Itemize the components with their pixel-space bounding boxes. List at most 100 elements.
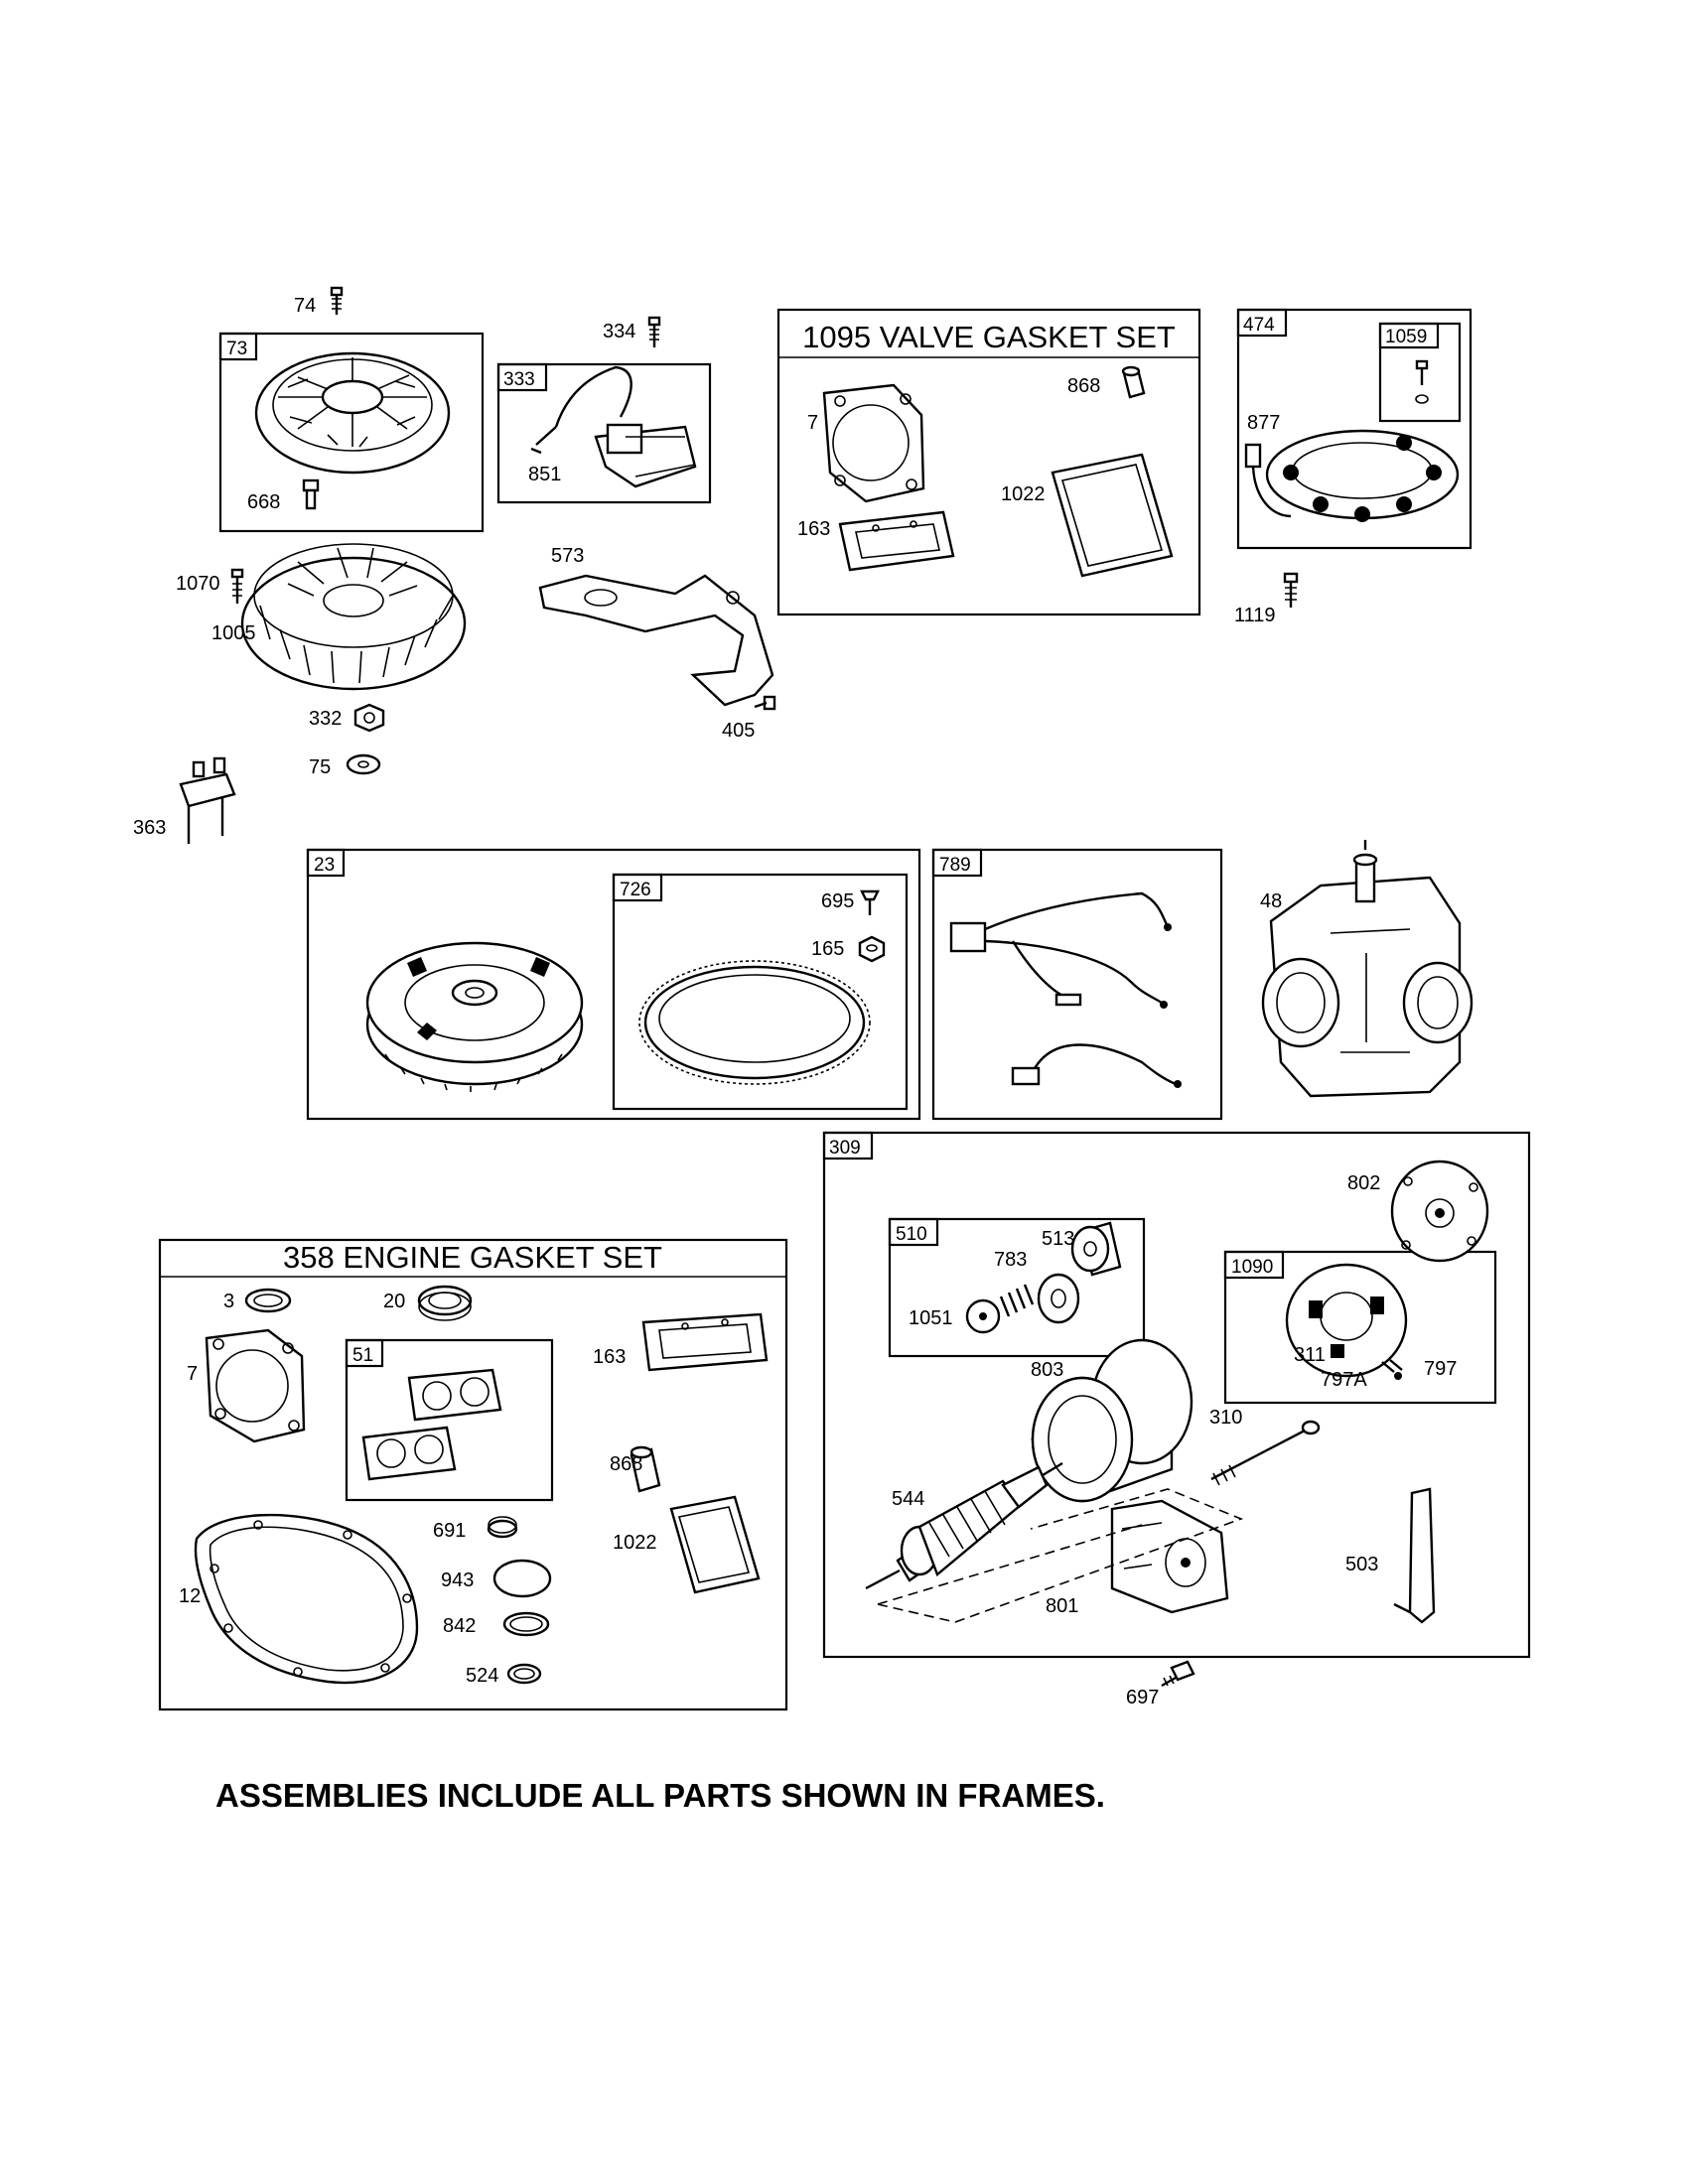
callout-868-valve-set: 868: [1067, 375, 1100, 397]
ring-gear-726-drawing: [638, 960, 871, 1085]
callout-868-engine-set: 868: [610, 1453, 642, 1475]
callout-334: 334: [603, 321, 635, 342]
frame-tag-73: 73: [226, 339, 247, 359]
frame-73: 73: [218, 332, 485, 533]
air-guide-573-drawing: [538, 574, 774, 707]
callout-163-valve-set: 163: [797, 518, 830, 540]
callout-1070: 1070: [176, 573, 220, 595]
callout-802: 802: [1347, 1172, 1380, 1194]
callout-697: 697: [1126, 1687, 1159, 1708]
callout-311: 311: [1294, 1344, 1326, 1366]
fan-1005-drawing: [240, 543, 467, 691]
through-bolt-310-drawing: [1210, 1420, 1321, 1486]
o-ring-524-drawing: [506, 1663, 542, 1685]
bracket-503-drawing: [1393, 1487, 1436, 1624]
nut-332-drawing: [353, 703, 385, 733]
callout-1005: 1005: [211, 622, 256, 644]
callout-7-engine-set: 7: [187, 1363, 198, 1385]
callout-797: 797: [1424, 1358, 1457, 1380]
flywheel-23-drawing: [365, 941, 584, 1092]
frame-1095-valve-gasket-set: 1095 VALVE GASKET SET: [776, 308, 1201, 616]
callout-165: 165: [811, 938, 844, 960]
screw-405-drawing: [754, 695, 776, 711]
head-gasket-7b-drawing: [205, 1328, 306, 1443]
o-ring-842-drawing: [502, 1611, 550, 1637]
callout-524: 524: [466, 1665, 498, 1687]
frame-474: 474 1059: [1236, 308, 1473, 550]
bolt-668-drawing: [302, 478, 320, 510]
callout-691: 691: [433, 1520, 466, 1542]
blower-screen-73-drawing: [254, 351, 451, 475]
screw-697-drawing: [1161, 1660, 1195, 1688]
screw-74-drawing: [330, 286, 344, 315]
starter-housing-803-drawing: [1031, 1338, 1193, 1503]
alternator-stator-474-drawing: [1244, 429, 1460, 522]
frame-789: 789: [931, 848, 1223, 1121]
callout-74: 74: [294, 295, 316, 317]
seal-3-drawing: [244, 1288, 292, 1313]
callout-513: 513: [1042, 1228, 1074, 1250]
cover-gasket-1022b-drawing: [669, 1495, 761, 1594]
ignition-armature-333-drawing: [530, 365, 697, 488]
valve-gasket-set-heading: 1095 VALVE GASKET SET: [802, 320, 1176, 354]
engine-gasket-set-heading: 358 ENGINE GASKET SET: [283, 1240, 662, 1275]
intake-gasket-163-drawing: [838, 510, 955, 572]
callout-1022-engine-set: 1022: [613, 1532, 657, 1554]
callout-503: 503: [1345, 1554, 1378, 1575]
callout-803: 803: [1031, 1359, 1063, 1381]
brush-holder-1090-drawing: [1285, 1263, 1408, 1380]
frame-tag-474: 474: [1243, 315, 1275, 336]
seal-691-drawing: [487, 1516, 518, 1539]
frame-tag-510: 510: [896, 1224, 927, 1245]
callout-783: 783: [994, 1249, 1027, 1271]
nut-165-drawing: [858, 935, 886, 963]
screw-1119-drawing: [1283, 572, 1299, 608]
washer-75-drawing: [346, 753, 381, 775]
end-cap-802-drawing: [1390, 1160, 1489, 1263]
callout-405: 405: [722, 720, 755, 742]
callout-1119: 1119: [1234, 605, 1276, 626]
crankcase-gasket-12-drawing: [194, 1513, 419, 1685]
screw-1070-drawing: [230, 568, 244, 604]
o-ring-943-drawing: [492, 1559, 552, 1598]
screw-695-drawing: [860, 889, 880, 915]
drive-assembly-510-drawing: [965, 1221, 1122, 1334]
intake-gasket-51-drawing: [361, 1368, 502, 1481]
frame-726: 726: [612, 873, 909, 1111]
callout-7-valve-set: 7: [807, 412, 818, 434]
callout-20: 20: [383, 1291, 405, 1312]
callout-labels: 74 334 668 851 7 868 163 1022 877 1119 1…: [133, 295, 1457, 1708]
callout-363: 363: [133, 817, 166, 839]
frame-tag-789: 789: [939, 855, 971, 876]
callout-842: 842: [443, 1615, 476, 1637]
callout-163-engine-set: 163: [593, 1346, 626, 1368]
frame-tag-333: 333: [503, 369, 535, 390]
callout-75: 75: [309, 756, 331, 778]
screw-1059-drawing: [1415, 359, 1429, 404]
screw-334-drawing: [647, 316, 661, 347]
cover-gasket-1022-drawing: [1051, 453, 1174, 578]
callout-573: 573: [551, 545, 584, 567]
frame-309: 309 510 1090: [822, 1131, 1531, 1659]
frame-tag-726: 726: [620, 880, 651, 900]
bracket-363-drawing: [179, 756, 236, 844]
callout-851: 851: [528, 464, 561, 485]
valve-seal-868-drawing: [1121, 365, 1146, 399]
callout-48: 48: [1260, 890, 1282, 912]
callout-943: 943: [441, 1570, 474, 1591]
frame-358-engine-gasket-set: 358 ENGINE GASKET SET 51: [158, 1238, 788, 1711]
frame-tag-1090: 1090: [1231, 1257, 1273, 1278]
seal-20-drawing: [417, 1285, 473, 1321]
frame-tag-1059: 1059: [1385, 327, 1427, 347]
assembly-dash-lines: [877, 1488, 1244, 1623]
wire-harness-789-drawing: [949, 891, 1182, 1088]
assemblies-footnote: ASSEMBLIES INCLUDE ALL PARTS SHOWN IN FR…: [215, 1777, 1105, 1814]
valve-seal-868b-drawing: [630, 1445, 661, 1493]
callout-1022-valve-set: 1022: [1001, 483, 1046, 505]
callout-797a: 797A: [1321, 1369, 1367, 1391]
callout-801: 801: [1046, 1595, 1078, 1617]
callout-12: 12: [179, 1585, 201, 1607]
callout-3: 3: [223, 1291, 234, 1312]
frame-tag-309: 309: [829, 1138, 861, 1159]
callout-1051: 1051: [909, 1307, 953, 1329]
